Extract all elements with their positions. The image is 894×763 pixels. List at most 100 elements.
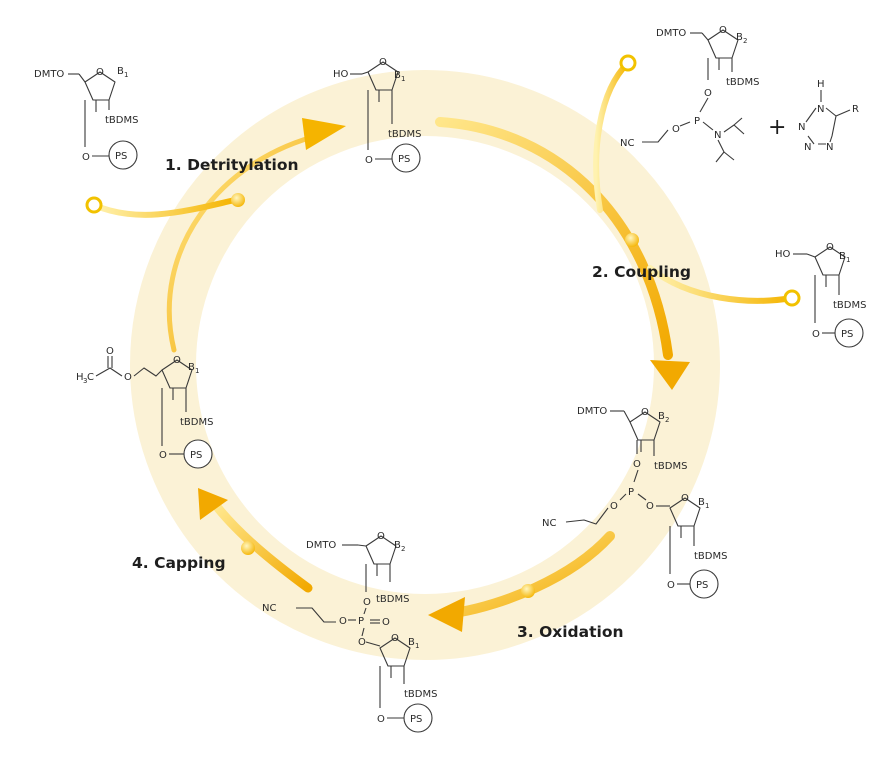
svg-text:NC: NC: [620, 138, 634, 149]
molecule-phosphite: DMTO O B 2 tBDMS O P O NC O O B 1 tBDMS …: [542, 406, 727, 599]
svg-text:O: O: [124, 372, 132, 383]
svg-text:tBDMS: tBDMS: [376, 594, 409, 605]
svg-text:B: B: [188, 362, 195, 373]
svg-text:O: O: [82, 152, 90, 163]
svg-text:1: 1: [195, 367, 199, 375]
arrow-capping: [213, 503, 313, 593]
svg-text:O: O: [641, 407, 649, 418]
node-oxidation: [521, 584, 535, 598]
svg-text:O: O: [646, 501, 654, 512]
svg-text:O: O: [365, 155, 373, 166]
feed-start-node: [85, 196, 103, 214]
svg-text:N: N: [817, 104, 824, 115]
svg-text:HO: HO: [775, 249, 791, 260]
arrow-coupling: [435, 117, 673, 360]
svg-text:O: O: [719, 25, 727, 36]
svg-text:1: 1: [401, 75, 405, 83]
svg-text:O: O: [379, 57, 387, 68]
svg-text:N: N: [804, 142, 811, 153]
svg-text:DMTO: DMTO: [577, 406, 607, 417]
svg-text:DMTO: DMTO: [306, 540, 336, 551]
feed-reagents-node: [619, 54, 637, 72]
svg-text:tBDMS: tBDMS: [388, 129, 421, 140]
svg-text:2: 2: [665, 416, 669, 424]
arrow-oxidation: [455, 531, 615, 617]
svg-text:NC: NC: [542, 518, 556, 529]
svg-text:1: 1: [124, 71, 128, 79]
svg-text:B: B: [394, 70, 401, 81]
svg-text:2: 2: [743, 37, 747, 45]
svg-text:tBDMS: tBDMS: [404, 689, 437, 700]
svg-text:R: R: [852, 104, 859, 115]
svg-text:HO: HO: [333, 69, 349, 80]
svg-text:DMTO: DMTO: [34, 69, 64, 80]
node-coupling: [625, 233, 639, 247]
svg-text:O: O: [633, 459, 641, 470]
svg-text:H: H: [76, 372, 84, 383]
svg-text:O: O: [358, 637, 366, 648]
svg-text:O: O: [106, 346, 114, 357]
arrowhead-oxidation: [428, 597, 465, 632]
feed-start: [91, 197, 238, 218]
arrowhead-detritylation: [302, 118, 346, 150]
arrowhead-capping: [198, 488, 228, 520]
svg-text:O: O: [377, 714, 385, 725]
svg-text:O: O: [377, 531, 385, 542]
svg-text:1: 1: [415, 642, 419, 650]
node-capping: [241, 541, 255, 555]
molecule-detritylated: HO O B 1 tBDMS O PS: [333, 57, 421, 173]
svg-text:O: O: [391, 633, 399, 644]
svg-text:P: P: [358, 616, 364, 627]
svg-text:tBDMS: tBDMS: [654, 461, 687, 472]
svg-text:PS: PS: [696, 580, 708, 591]
molecule-tetrazole: H N N N N R: [798, 79, 859, 153]
svg-text:O: O: [363, 597, 371, 608]
svg-text:O: O: [826, 242, 834, 253]
svg-text:B: B: [117, 66, 124, 77]
svg-text:PS: PS: [398, 154, 410, 165]
molecule-capped: H 3 C O O O B 1 tBDMS O PS: [76, 346, 213, 469]
plus-sign: +: [768, 115, 786, 140]
svg-text:tBDMS: tBDMS: [105, 115, 138, 126]
node-detritylation: [231, 193, 245, 207]
svg-text:tBDMS: tBDMS: [833, 300, 866, 311]
svg-text:1: 1: [705, 502, 709, 510]
svg-text:O: O: [812, 329, 820, 340]
svg-text:O: O: [382, 617, 390, 628]
svg-text:O: O: [339, 616, 347, 627]
svg-text:DMTO: DMTO: [656, 28, 686, 39]
svg-text:C: C: [87, 372, 94, 383]
arrow-detritylation: [166, 132, 323, 353]
feed-reagents: [593, 60, 631, 213]
svg-text:O: O: [672, 124, 680, 135]
svg-text:2: 2: [401, 545, 405, 553]
svg-text:O: O: [681, 493, 689, 504]
svg-text:O: O: [610, 501, 618, 512]
molecule-phosphate: DMTO O B 2 tBDMS O P O O NC O O B 1 tBDM…: [262, 531, 437, 733]
svg-text:O: O: [704, 88, 712, 99]
svg-text:N: N: [714, 130, 721, 141]
svg-text:N: N: [798, 122, 805, 133]
step-label-coupling: 2. Coupling: [592, 263, 691, 281]
svg-text:tBDMS: tBDMS: [694, 551, 727, 562]
svg-text:P: P: [628, 487, 634, 498]
svg-text:tBDMS: tBDMS: [180, 417, 213, 428]
svg-text:O: O: [667, 580, 675, 591]
arrowhead-coupling: [650, 360, 690, 390]
svg-text:H: H: [817, 79, 825, 90]
svg-text:tBDMS: tBDMS: [726, 77, 759, 88]
svg-text:B: B: [839, 251, 846, 262]
svg-text:B: B: [394, 540, 401, 551]
svg-text:PS: PS: [841, 329, 853, 340]
molecule-start: DMTO O B 1 tBDMS O PS: [34, 66, 138, 170]
feed-unreacted: [647, 265, 795, 304]
step-label-capping: 4. Capping: [132, 554, 226, 572]
svg-text:PS: PS: [190, 450, 202, 461]
feed-unreacted-node: [783, 289, 801, 307]
svg-text:B: B: [408, 637, 415, 648]
step-label-detritylation: 1. Detritylation: [165, 156, 299, 174]
svg-text:PS: PS: [410, 714, 422, 725]
svg-text:N: N: [826, 142, 833, 153]
svg-text:O: O: [159, 450, 167, 461]
